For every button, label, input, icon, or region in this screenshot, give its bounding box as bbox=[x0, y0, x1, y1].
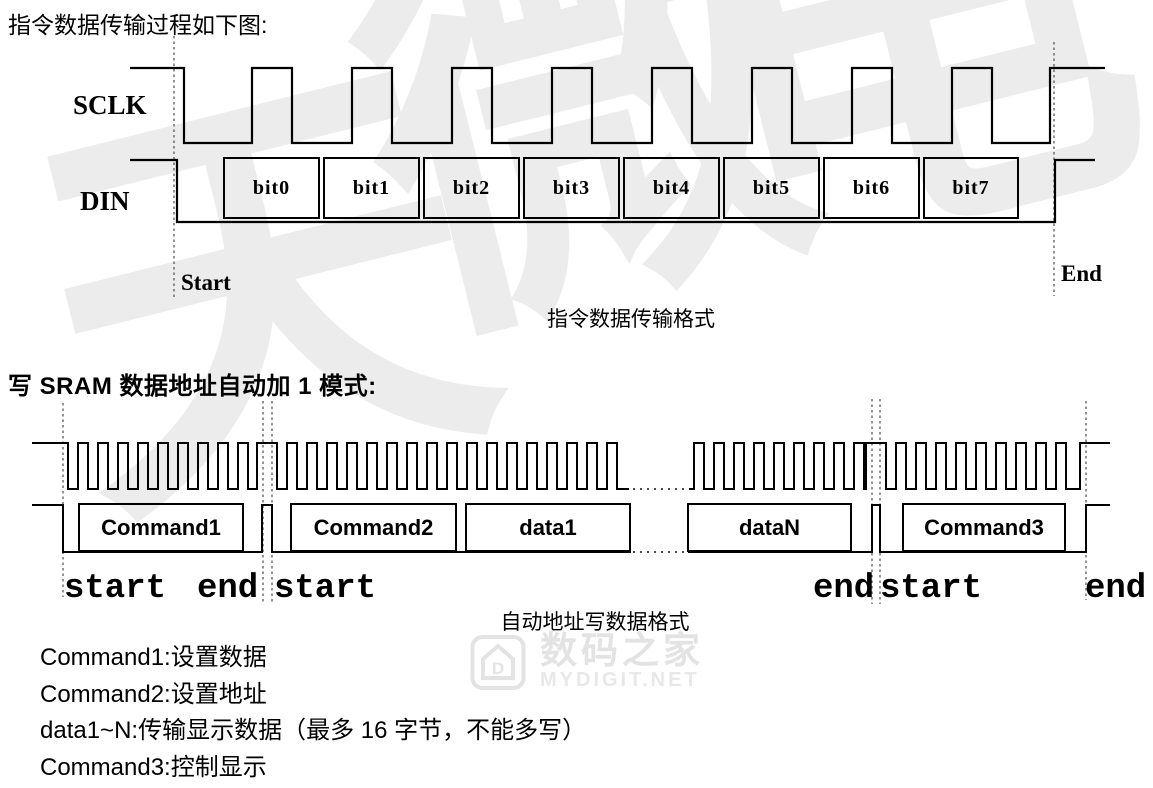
diagram2-caption: 自动地址写数据格式 bbox=[500, 611, 690, 634]
note-command3: Command3:控制显示 bbox=[40, 753, 267, 781]
marker-start-3: start bbox=[880, 570, 983, 608]
marker-start-1: start bbox=[64, 570, 167, 608]
bit-box-0: bit0 bbox=[223, 157, 320, 219]
data2-waveform-left bbox=[32, 504, 631, 553]
marker-start-2: start bbox=[274, 570, 377, 608]
clock2-waveform-left bbox=[32, 442, 629, 490]
bit-box-6: bit6 bbox=[823, 157, 920, 219]
dataN-box: dataN bbox=[687, 503, 852, 552]
bit-box-7: bit7 bbox=[923, 157, 1019, 219]
section2-heading: 写 SRAM 数据地址自动加 1 模式: bbox=[8, 373, 377, 400]
bit-box-2: bit2 bbox=[423, 157, 520, 219]
data2-waveform-right bbox=[688, 504, 1110, 553]
diagram1-caption: 指令数据传输格式 bbox=[547, 308, 715, 331]
bit-box-3: bit3 bbox=[523, 157, 620, 219]
intro-text: 指令数据传输过程如下图: bbox=[8, 12, 268, 38]
bit-box-4: bit4 bbox=[623, 157, 720, 219]
bit-box-1: bit1 bbox=[323, 157, 420, 219]
note-data: data1~N:传输显示数据（最多 16 字节，不能多写） bbox=[40, 717, 587, 744]
end-label: End bbox=[1061, 261, 1102, 286]
command2-box: Command2 bbox=[290, 503, 457, 552]
notes-block: Command1:设置数据 Command2:设置地址 data1~N:传输显示… bbox=[40, 640, 586, 786]
marker-end-1: end bbox=[197, 570, 259, 608]
sclk-label: SCLK bbox=[73, 90, 147, 120]
marker-end-2: end bbox=[813, 570, 875, 608]
din-label: DIN bbox=[80, 186, 130, 216]
bit-box-5: bit5 bbox=[723, 157, 820, 219]
command1-box: Command1 bbox=[78, 503, 244, 552]
note-command1: Command1:设置数据 bbox=[40, 644, 267, 671]
data1-box: data1 bbox=[465, 503, 631, 552]
command3-box: Command3 bbox=[902, 503, 1066, 552]
clock2-waveform-right bbox=[689, 442, 1110, 490]
note-command2: Command2:设置地址 bbox=[40, 680, 267, 708]
start-label: Start bbox=[181, 270, 231, 295]
marker-end-3: end bbox=[1085, 570, 1147, 608]
sclk-waveform bbox=[130, 66, 1105, 145]
din-waveform bbox=[130, 158, 1095, 224]
